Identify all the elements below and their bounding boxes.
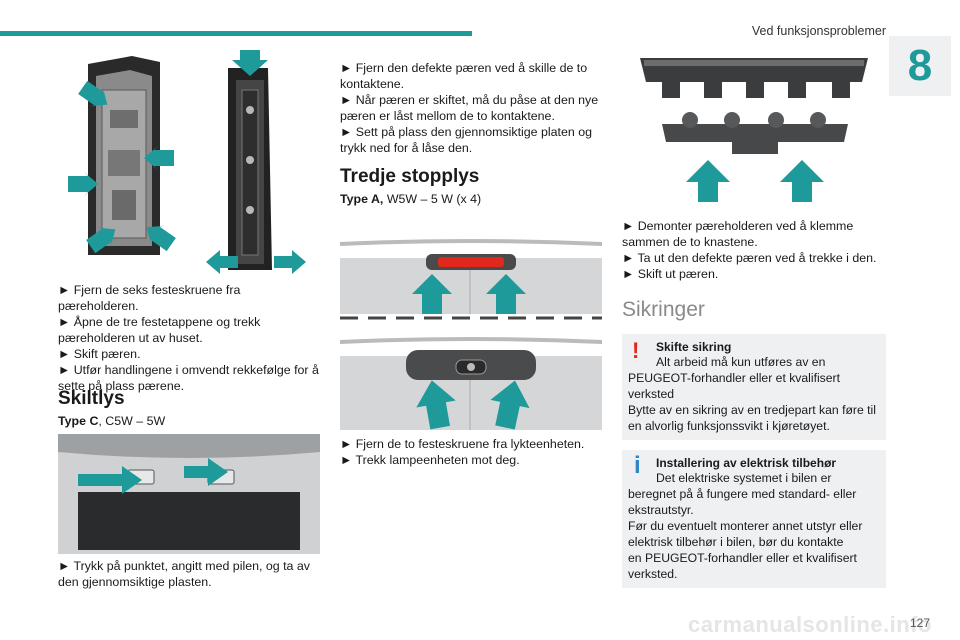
chapter-number-tab: 8 [889,36,951,96]
bulb-type-spec: , C5W – 5W [98,414,166,428]
warning-notice: ! Skifte sikring Alt arbeid må kun utfør… [622,334,886,440]
warning-exclamation-icon: ! [632,338,640,363]
info-line: beregnet på å fungere med standard- elle… [628,487,857,501]
bulb-type-line: Type C, C5W – 5W [58,414,165,428]
step-text: pæreholderen ut av huset. [58,331,203,345]
info-icon: i [634,452,641,479]
info-body: Det elektriske systemet i bilen er bereg… [628,470,880,582]
section-title-skiltlys: Skiltlys [58,388,125,409]
info-line: elektrisk tilbehør i bilen, bør du konta… [628,535,844,549]
step-text: trykk ned for å låse den. [340,141,473,155]
bulb-type-label: Type A, [340,192,384,206]
step-text: sette på plass pærene. [58,379,185,393]
header-accent-bar [0,31,472,36]
step-text: ► Skift pæren. [58,347,141,361]
step-text: ► Utfør handlingene i omvendt rekkefølge… [58,363,319,377]
bulb-type-label: Type C [58,414,99,428]
third-brake-light-illustration [340,232,602,432]
footer-watermark: carmanualsonline.info [688,612,932,637]
warning-line: PEUGEOT-forhandler eller et kvalifisert [628,371,841,385]
step-text: ► Trykk på punktet, angitt med pilen, og… [58,559,310,573]
chapter-header-title: Ved funksjonsproblemer [751,24,886,38]
step-text: ► Når pæren er skiftet, må du påse at de… [340,93,599,107]
plate-lamp-illustration [58,434,320,554]
info-line: en PEUGEOT-forhandler eller et kvalifise… [628,551,857,565]
warning-line: verksted [628,387,675,401]
section-title-sikringer: Sikringer [622,298,705,321]
step-text: ► Sett på plass den gjennomsiktige plate… [340,125,592,139]
step-text: ► Fjern de to festeskruene fra lykteenhe… [340,437,585,451]
warning-line: Alt arbeid må kun utføres av en [656,355,826,369]
step-text: ► Fjern de seks festeskruene fra pærehol… [58,283,241,313]
step-text: pæren er låst mellom de to kontaktene. [340,109,555,123]
warning-body: Alt arbeid må kun utføres av en PEUGEOT-… [628,354,880,434]
page-number: 127 [909,616,930,630]
info-notice: i Installering av elektrisk tilbehør Det… [622,450,886,588]
step-text: ► Ta ut den defekte pæren ved å trekke i… [622,251,877,265]
info-line: verksted. [628,567,678,581]
section-title-tredje-stopplys: Tredje stopplys [340,166,480,187]
bulb-type-line: Type A, W5W – 5 W (x 4) [340,192,481,206]
step-text: ► Demonter pæreholderen ved å klemme [622,219,854,233]
info-line: Det elektriske systemet i bilen er [656,471,832,485]
bulb-holder-illustration [636,52,872,204]
warning-line: en alvorlig funksjonssvikt i kjøretøyet. [628,419,830,433]
info-line: Før du eventuelt monterer annet utstyr e… [628,519,863,533]
step-text: ► Skift ut pæren. [622,267,719,281]
step-text: den gjennomsiktige plasten. [58,575,212,589]
info-title: Installering av elektrisk tilbehør [656,456,837,470]
step-text: ► Fjern den defekte pæren ved å skille d… [340,61,588,75]
tail-lamp-illustration [60,50,310,275]
info-line: ekstrautstyr. [628,503,694,517]
step-text: kontaktene. [340,77,405,91]
bulb-type-spec: W5W – 5 W (x 4) [383,192,482,206]
step-text: ► Åpne de tre festetappene og trekk [58,315,261,329]
step-text: sammen de to knastene. [622,235,758,249]
step-text: ► Trekk lampeenheten mot deg. [340,453,520,467]
warning-title: Skifte sikring [656,340,732,354]
warning-line: Bytte av en sikring av en tredjepart kan… [628,403,876,417]
